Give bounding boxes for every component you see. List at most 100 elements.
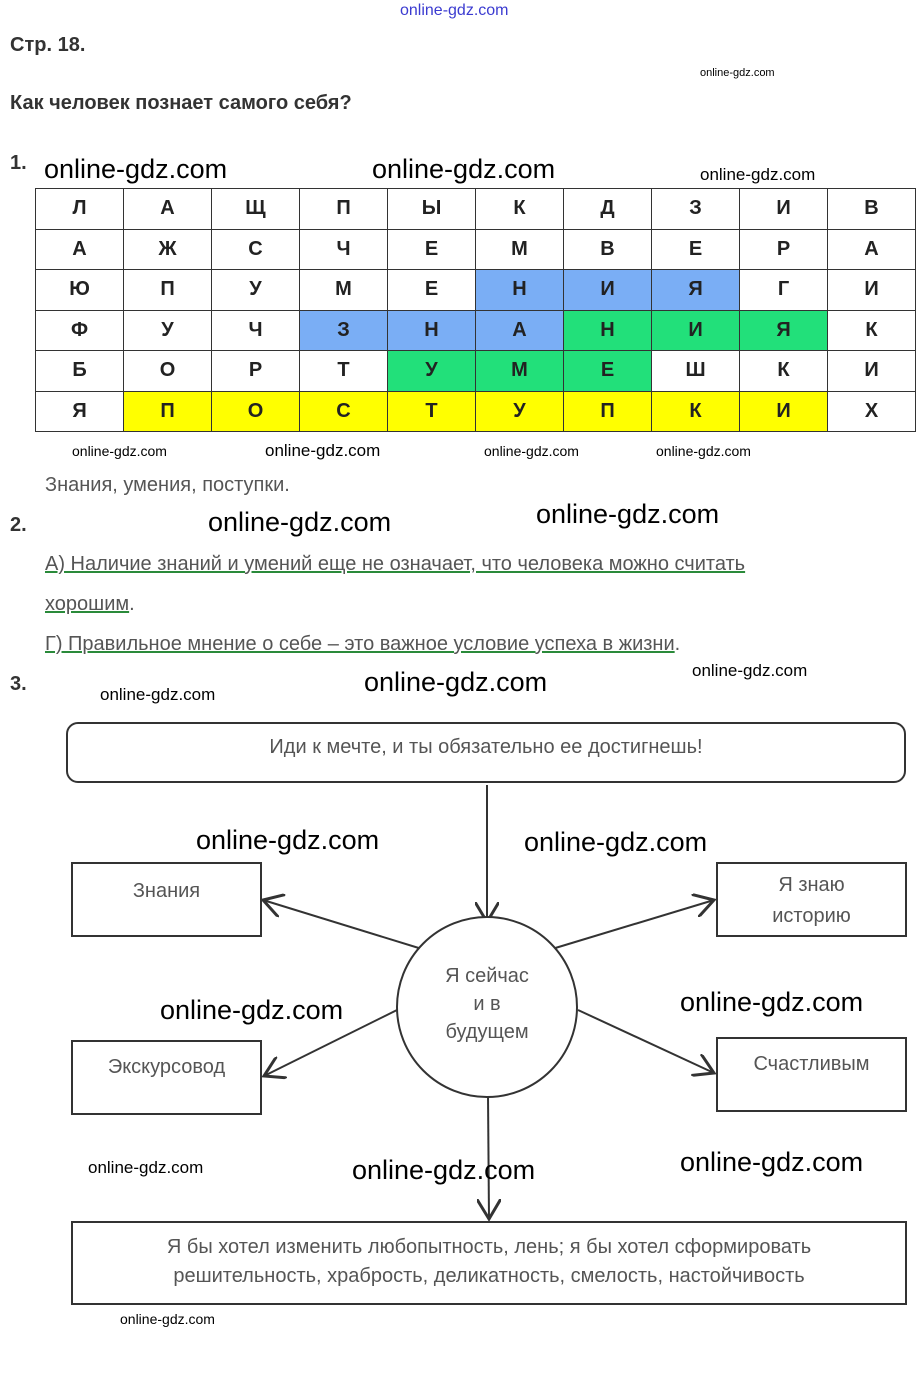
grid-cell: Н bbox=[563, 309, 652, 351]
grid-cell: Р bbox=[211, 350, 300, 392]
task2-answer-a: А) Наличие знаний и умений еще не означа… bbox=[45, 553, 745, 576]
task1-number: 1. bbox=[10, 152, 27, 174]
grid-cell: С bbox=[211, 228, 300, 270]
period: . bbox=[129, 593, 135, 615]
watermark: online-gdz.com bbox=[364, 667, 548, 697]
watermark: online-gdz.com bbox=[372, 154, 556, 184]
grid-cell: С bbox=[299, 390, 388, 432]
task2-answer-a-cont: хорошим. bbox=[45, 593, 135, 616]
watermark: online-gdz.com bbox=[700, 165, 816, 184]
page-title: Как человек познает самого себя? bbox=[10, 92, 352, 114]
grid-cell: Е bbox=[387, 228, 476, 270]
grid-cell: И bbox=[739, 188, 828, 230]
grid-cell: Я bbox=[35, 390, 124, 432]
grid-cell: Я bbox=[739, 309, 828, 351]
grid-cell: Ч bbox=[211, 309, 300, 351]
task3-number: 3. bbox=[10, 673, 27, 695]
watermark: online-gdz.com bbox=[692, 661, 808, 680]
center-circle bbox=[396, 916, 578, 1098]
grid-cell: Л bbox=[35, 188, 124, 230]
watermark: online-gdz.com bbox=[680, 987, 864, 1017]
grid-cell: Ю bbox=[35, 269, 124, 311]
grid-cell: И bbox=[827, 269, 916, 311]
watermark: online-gdz.com bbox=[536, 499, 720, 529]
grid-cell: Ж bbox=[123, 228, 212, 270]
grid-cell: Х bbox=[827, 390, 916, 432]
watermark: online-gdz.com bbox=[88, 1158, 204, 1177]
watermark: online-gdz.com bbox=[44, 154, 228, 184]
grid-cell: И bbox=[651, 309, 740, 351]
grid-cell: О bbox=[123, 350, 212, 392]
grid-cell: О bbox=[211, 390, 300, 432]
watermark: online-gdz.com bbox=[265, 441, 381, 460]
watermark: online-gdz.com bbox=[656, 443, 751, 459]
watermark: online-gdz.com bbox=[120, 1311, 215, 1327]
bottom-box: Я бы хотел изменить любопытность, лень; … bbox=[71, 1221, 907, 1305]
grid-cell: П bbox=[299, 188, 388, 230]
box-know-history: Я знаю историю bbox=[716, 862, 907, 937]
task2-number: 2. bbox=[10, 514, 27, 536]
watermark: online-gdz.com bbox=[352, 1155, 536, 1185]
answer-a-text: А) Наличие знаний и умений еще не означа… bbox=[45, 553, 746, 575]
grid-cell: К bbox=[475, 188, 564, 230]
site-watermark: online-gdz.com bbox=[400, 2, 509, 19]
box-line: историю bbox=[772, 905, 851, 927]
grid-cell: Щ bbox=[211, 188, 300, 230]
grid-cell: Н bbox=[387, 309, 476, 351]
task1-answer: Знания, умения, поступки. bbox=[45, 474, 290, 496]
grid-cell: Я bbox=[651, 269, 740, 311]
grid-cell: Р bbox=[739, 228, 828, 270]
grid-cell: Ш bbox=[651, 350, 740, 392]
answer-g-text: Г) Правильное мнение о себе – это важное… bbox=[45, 633, 675, 655]
watermark: online-gdz.com bbox=[196, 825, 380, 855]
answer-a-text-cont: хорошим bbox=[45, 593, 130, 615]
box-knowledge: Знания bbox=[71, 862, 262, 937]
watermark: online-gdz.com bbox=[208, 507, 392, 537]
grid-cell: Ы bbox=[387, 188, 476, 230]
grid-cell: И bbox=[827, 350, 916, 392]
grid-cell: В bbox=[827, 188, 916, 230]
grid-cell: П bbox=[563, 390, 652, 432]
grid-cell: Д bbox=[563, 188, 652, 230]
watermark: online-gdz.com bbox=[160, 995, 344, 1025]
arrow-right-bottom bbox=[577, 1009, 714, 1073]
grid-cell: Н bbox=[475, 269, 564, 311]
box-line: Я бы хотел изменить любопытность, лень; … bbox=[166, 1236, 812, 1258]
box-line: решительность, храбрость, деликатность, … bbox=[173, 1265, 805, 1287]
watermark: online-gdz.com bbox=[680, 1147, 864, 1177]
box-line: Я знаю bbox=[778, 874, 845, 896]
arrow-bottom bbox=[488, 1094, 489, 1219]
grid-cell: У bbox=[211, 269, 300, 311]
watermark: online-gdz.com bbox=[100, 685, 216, 704]
grid-cell: З bbox=[299, 309, 388, 351]
center-line: Я сейчас bbox=[445, 965, 529, 987]
grid-cell: У bbox=[123, 309, 212, 351]
grid-cell: П bbox=[123, 269, 212, 311]
arrow-left-bottom bbox=[264, 1009, 398, 1076]
box-guide: Экскурсовод bbox=[71, 1040, 262, 1115]
grid-cell: М bbox=[299, 269, 388, 311]
grid-cell: У bbox=[387, 350, 476, 392]
watermark: online-gdz.com bbox=[524, 827, 708, 857]
center-line: будущем bbox=[445, 1021, 529, 1043]
box-happy: Счастливым bbox=[716, 1037, 907, 1112]
grid-cell: Ч bbox=[299, 228, 388, 270]
grid-cell: М bbox=[475, 350, 564, 392]
arrow-right-top bbox=[551, 900, 714, 950]
center-text: Я сейчас и в будущем bbox=[397, 962, 577, 1046]
watermark: online-gdz.com bbox=[700, 67, 775, 79]
grid-cell: П bbox=[123, 390, 212, 432]
center-line: и в bbox=[473, 993, 501, 1015]
page-number: Стр. 18. bbox=[10, 34, 86, 56]
watermark: online-gdz.com bbox=[484, 443, 579, 459]
period: . bbox=[674, 633, 681, 655]
task2-answer-g: Г) Правильное мнение о себе – это важное… bbox=[45, 633, 680, 656]
